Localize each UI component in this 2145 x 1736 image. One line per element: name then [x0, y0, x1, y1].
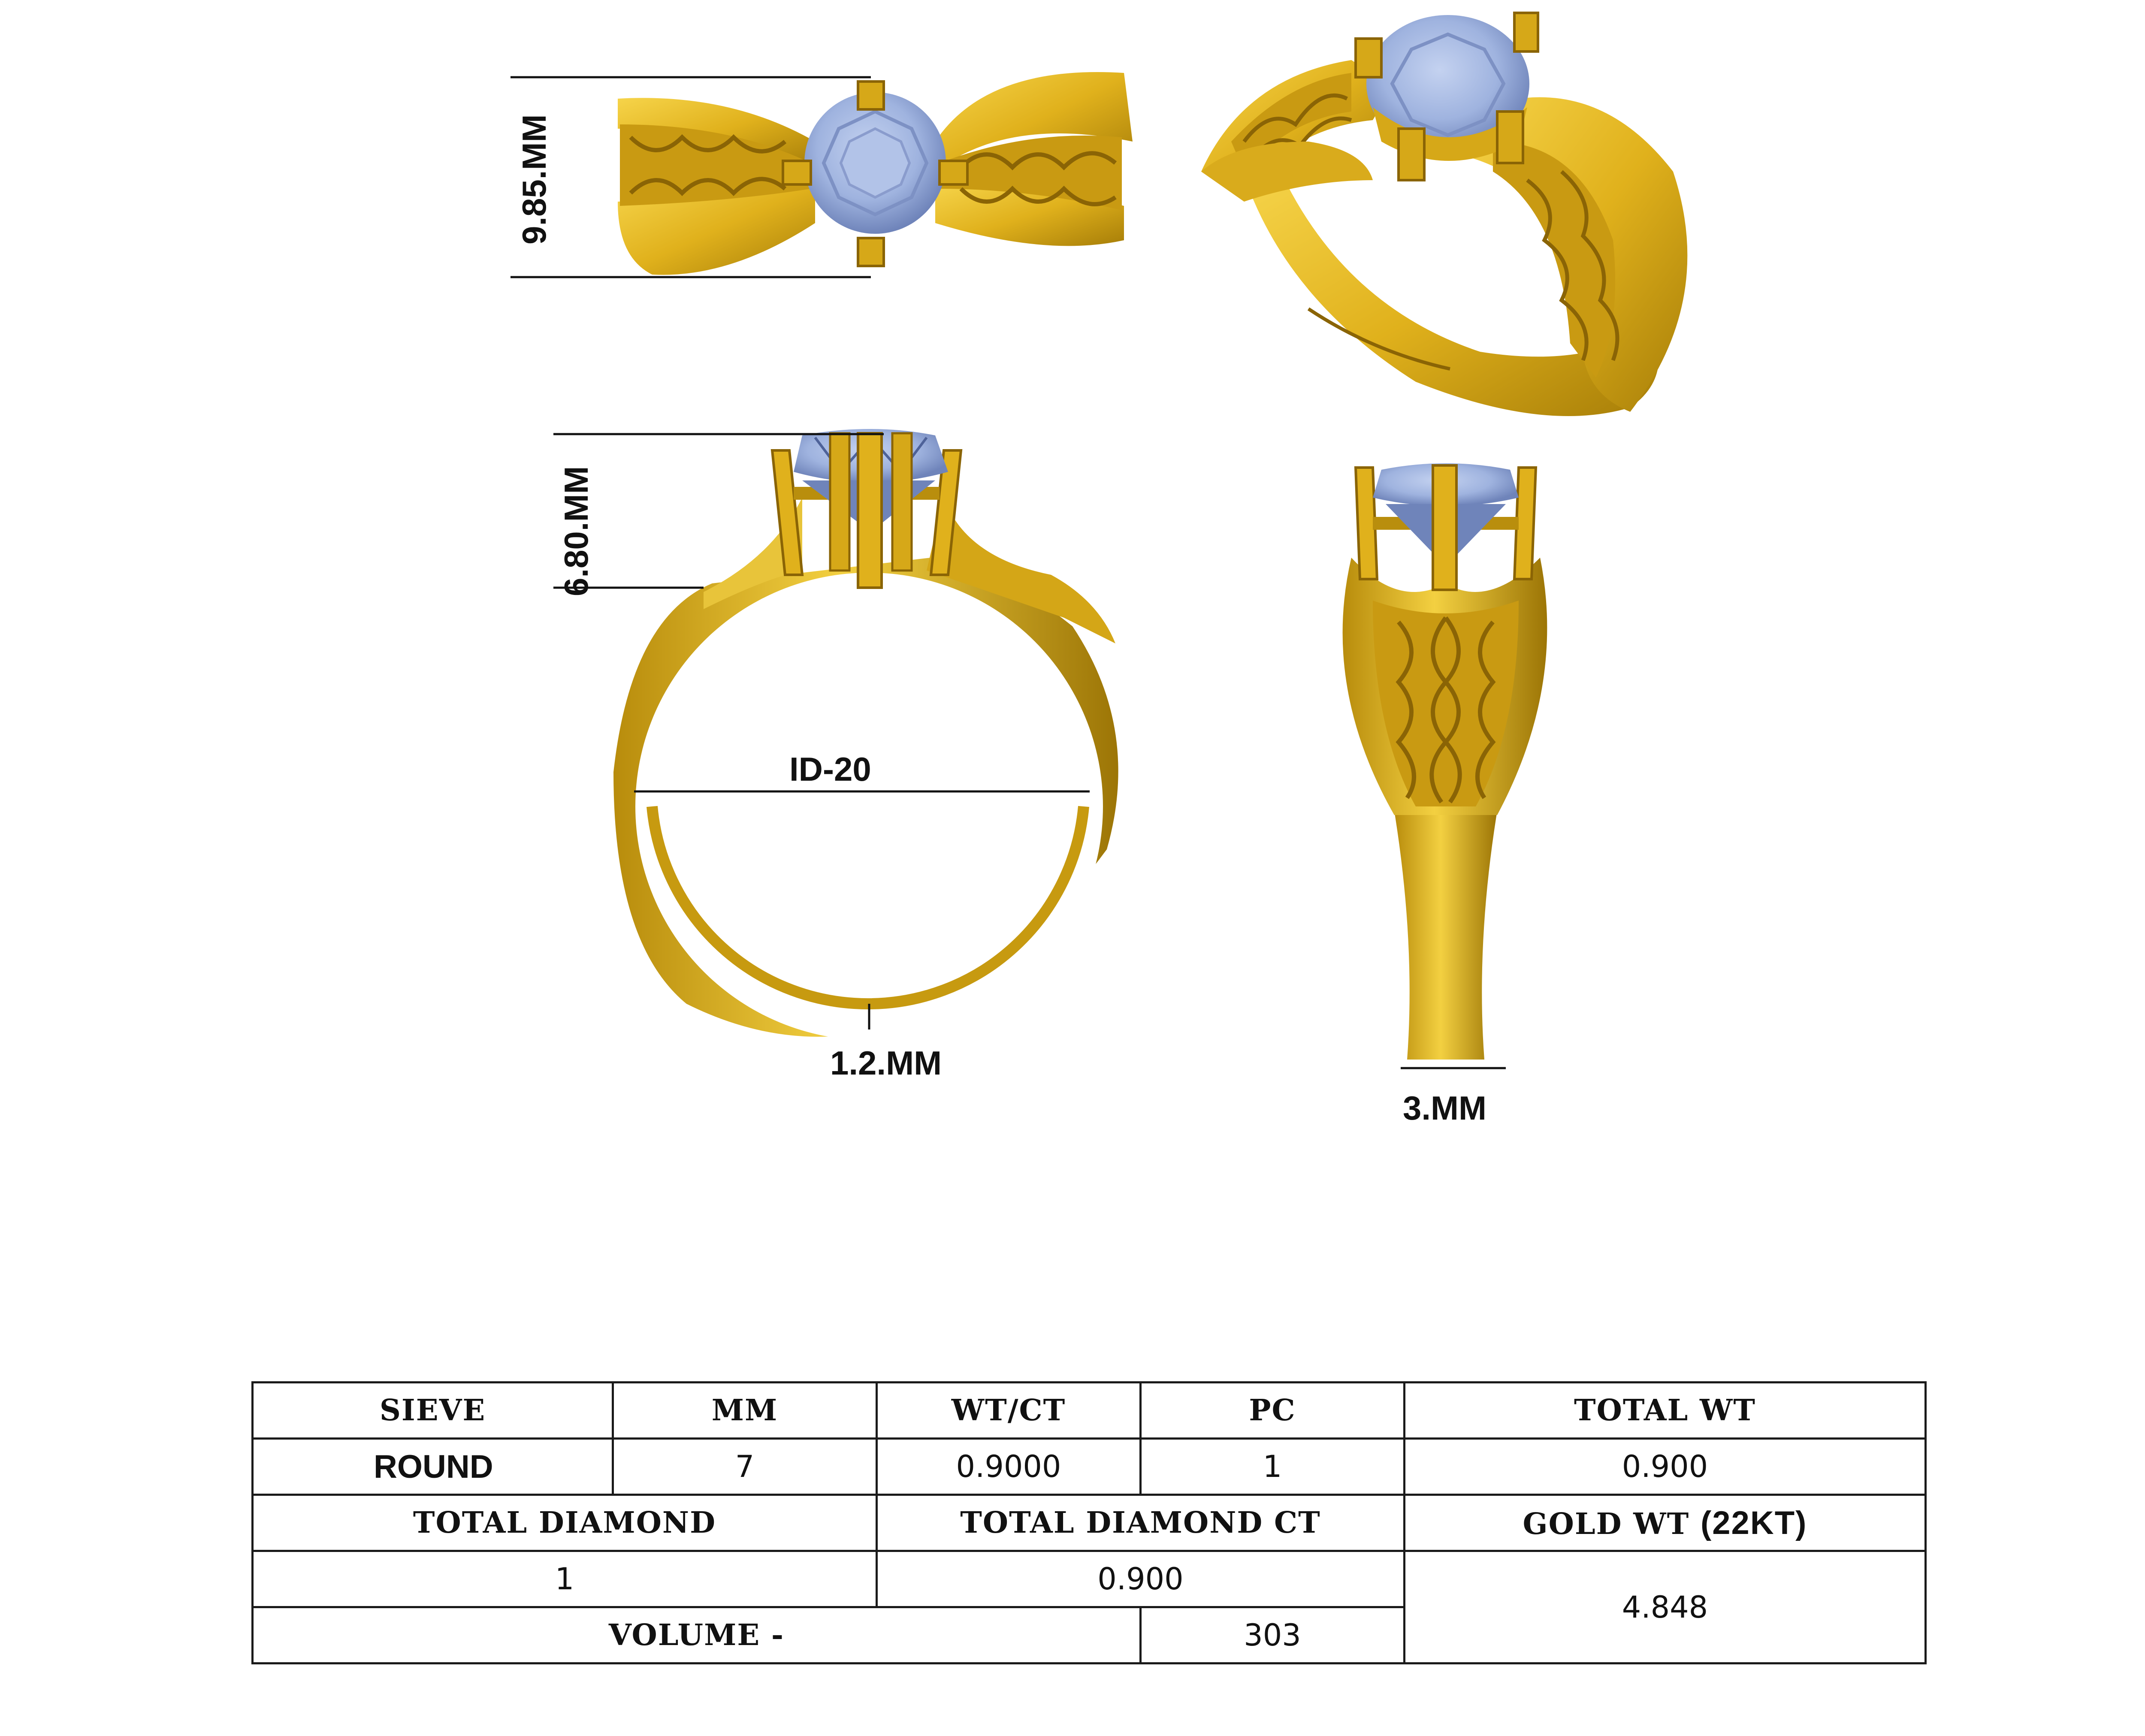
totals-value-row: 1 0.900 4.848 [251, 1550, 1927, 1664]
total-wt-value: 0.900 [1403, 1437, 1927, 1496]
total-diamond-header: TOTAL DIAMOND [251, 1494, 878, 1552]
gold-ring-side-view [1342, 463, 1547, 1069]
total-diamond-value: 1 [251, 1550, 878, 1608]
dim-inner-diameter-label: ID-20 [789, 750, 871, 788]
gold-wt-unit: (22KT) [1700, 1504, 1807, 1541]
mm-header: MM [612, 1381, 878, 1440]
total-diamond-ct-header: TOTAL DIAMOND CT [876, 1494, 1405, 1552]
pc-header: PC [1139, 1381, 1405, 1440]
spec-value-row: ROUND 7 0.9000 1 0.900 [251, 1437, 1927, 1496]
gold-ring-front-view [553, 429, 1118, 1040]
gold-wt-header: GOLD WT (22KT) [1403, 1494, 1927, 1552]
wt-ct-header: WT/CT [876, 1381, 1142, 1440]
totals-header-row: TOTAL DIAMOND TOTAL DIAMOND CT GOLD WT (… [251, 1494, 1927, 1552]
wt-ct-value: 0.9000 [876, 1437, 1142, 1496]
gold-wt-label: GOLD WT [1523, 1507, 1690, 1541]
pc-value: 1 [1139, 1437, 1405, 1496]
dim-bottom-thickness-label: 1.2.MM [830, 1044, 942, 1082]
dim-head-height-label: 6.80.MM [557, 466, 595, 596]
spec-table: SIEVE MM WT/CT PC TOTAL WT ROUND 7 0.900… [251, 1381, 1927, 1664]
volume-row: VOLUME - 303 [251, 1606, 1926, 1664]
spec-header-row: SIEVE MM WT/CT PC TOTAL WT [251, 1381, 1927, 1440]
gold-ring-top-view [511, 72, 1133, 278]
gold-wt-value: 4.848 [1403, 1550, 1927, 1664]
sieve-header: SIEVE [251, 1381, 614, 1440]
volume-value: 303 [1139, 1606, 1405, 1664]
total-wt-header: TOTAL WT [1403, 1381, 1927, 1440]
volume-label: VOLUME - [251, 1606, 1142, 1664]
dim-shank-width-label: 3.MM [1403, 1089, 1486, 1127]
total-diamond-ct-value: 0.900 [876, 1550, 1405, 1608]
sieve-value: ROUND [251, 1437, 614, 1496]
dim-top-height-label: 9.85.MM [515, 115, 553, 245]
gold-ring-perspective-view [1201, 12, 1688, 416]
mm-value: 7 [612, 1437, 878, 1496]
